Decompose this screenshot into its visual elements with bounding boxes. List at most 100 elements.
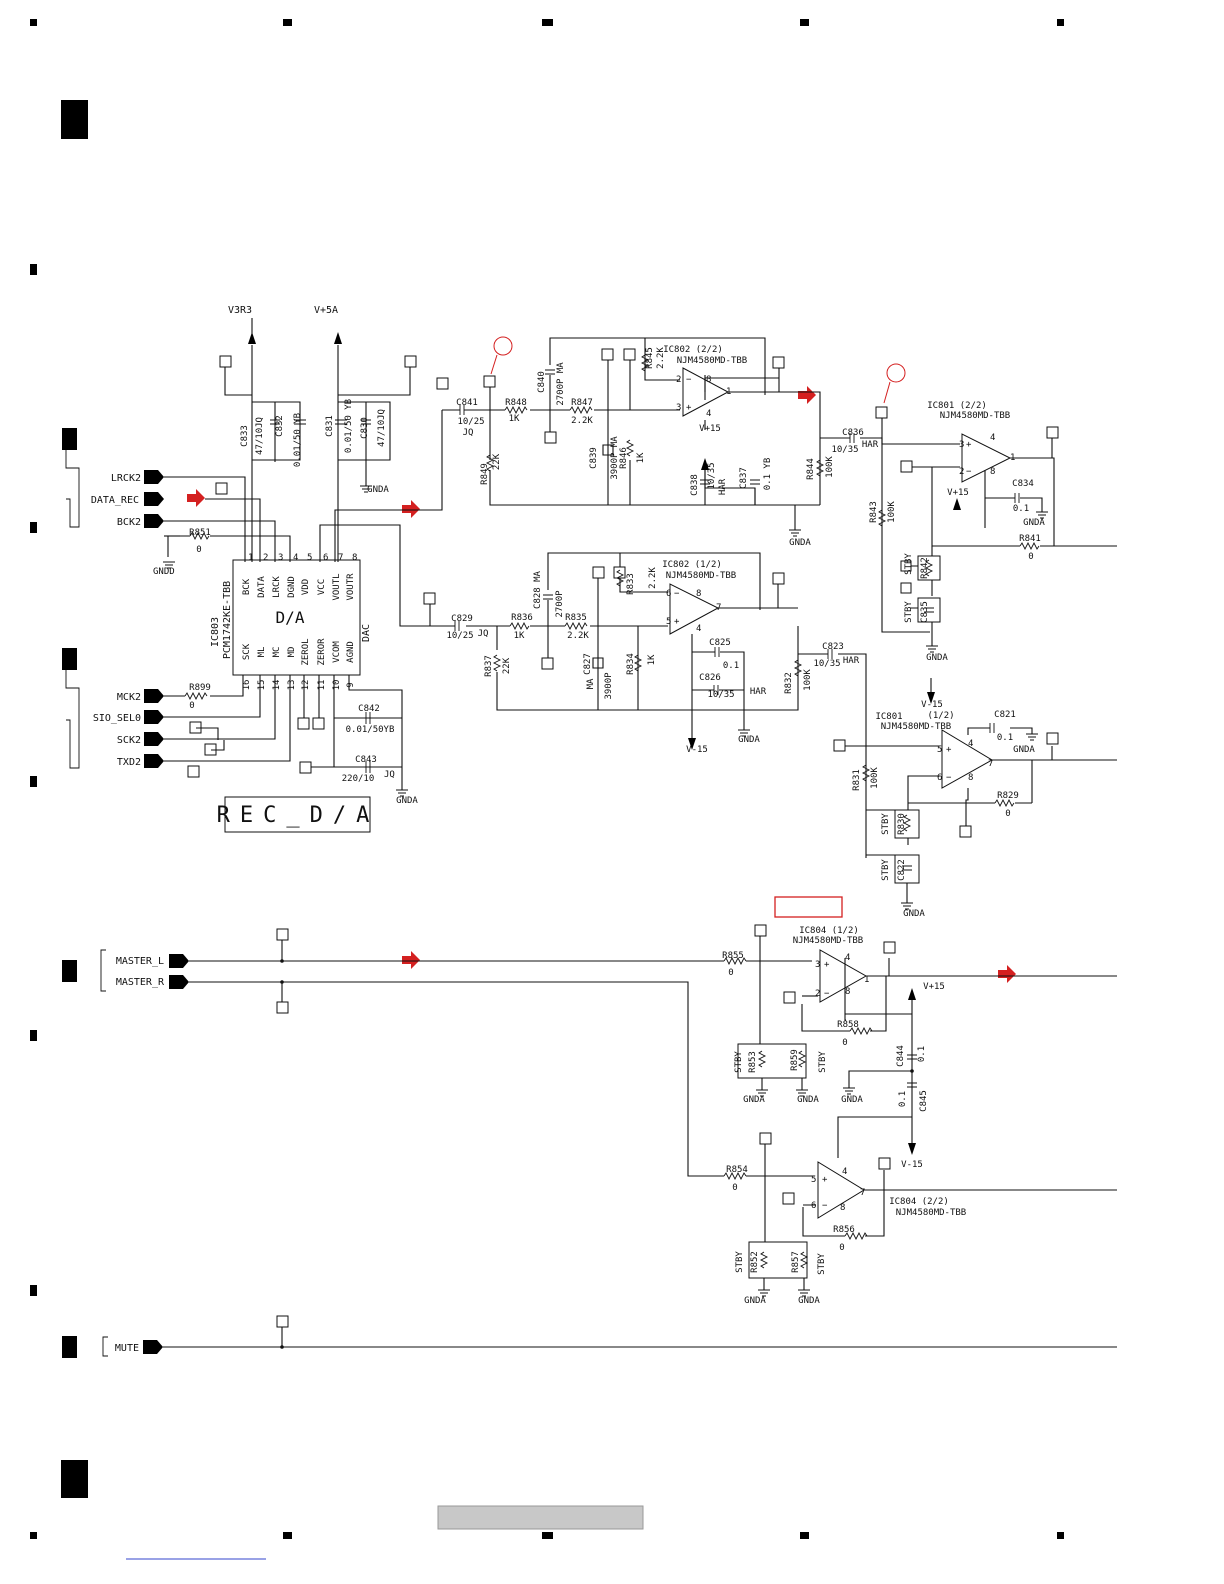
- dac-pin-number-top: 8: [352, 553, 357, 563]
- r834-ref: R834: [626, 653, 636, 675]
- connector-master-l[interactable]: MASTER_L: [116, 954, 189, 968]
- connector-mck2[interactable]: MCK2: [117, 689, 164, 703]
- dac-pin-number-top: 1: [248, 553, 253, 563]
- dac-pin-number-top: 6: [323, 553, 328, 563]
- ic801a-ref: IC801: [875, 712, 902, 722]
- r832-ref: R832: [784, 672, 794, 694]
- svg-text:7: 7: [988, 759, 993, 769]
- c837-ref: C837: [739, 467, 749, 489]
- r842-ref: R842: [920, 557, 930, 579]
- r845-ref: R845: [645, 347, 655, 369]
- svg-text:1: 1: [864, 975, 869, 985]
- r854-ref: R854: [726, 1165, 748, 1175]
- r832-val: 100K: [803, 669, 813, 691]
- r854-val: 0: [732, 1183, 737, 1193]
- r848-val: 1K: [509, 414, 520, 424]
- dac-pin-label-top: DGND: [287, 576, 297, 598]
- connector-mute[interactable]: MUTE: [115, 1340, 163, 1354]
- r833-ref: R833: [626, 573, 636, 595]
- dac-pin-label-top: LRCK: [272, 576, 282, 598]
- svg-text:−: −: [686, 375, 692, 385]
- filter-ic802b: 23 −+ 841 GNDA IC802 (2/2) NJM4580MD-TBB…: [442, 337, 835, 548]
- r843-ref: R843: [869, 501, 879, 523]
- r846-ref: R846: [619, 447, 629, 469]
- label-master-l: MASTER_L: [116, 956, 164, 967]
- signal-flow-arrows: [187, 386, 1016, 983]
- svg-text:6: 6: [811, 1201, 816, 1211]
- r851-ref: R851: [189, 528, 211, 538]
- svg-text:+: +: [824, 960, 830, 970]
- r844-val: 100K: [825, 456, 835, 478]
- connector-sio-sel0[interactable]: SIO_SEL0: [93, 710, 164, 724]
- c825-val: 0.1: [723, 661, 739, 671]
- label-txd2: TXD2: [117, 757, 141, 768]
- c832-val: 0.01/50 YB: [293, 413, 303, 467]
- dac-ic803: IC803 PCM1742KE-TBB D/A DAC BCK1DATA2LRC…: [210, 553, 372, 690]
- connector-sck2[interactable]: SCK2: [117, 732, 164, 746]
- r856-ref: R856: [833, 1225, 855, 1235]
- dac-pin-label-bottom: ML: [257, 647, 267, 658]
- svg-text:8: 8: [845, 987, 850, 997]
- c821-val: 0.1: [997, 733, 1013, 743]
- connector-data-rec[interactable]: DATA_REC: [91, 492, 164, 506]
- svg-text:+: +: [674, 617, 680, 627]
- c841-type: JQ: [463, 428, 474, 438]
- dac-pin-label-top: BCK: [242, 578, 252, 595]
- ic802a-part: NJM4580MD-TBB: [666, 571, 736, 581]
- svg-text:8: 8: [706, 375, 711, 385]
- c843-type: JQ: [384, 770, 395, 780]
- c842-val: 0.01/50YB: [346, 725, 395, 735]
- c831-ref: C831: [325, 415, 335, 437]
- c834-ref: C834: [1012, 479, 1034, 489]
- connector-txd2[interactable]: TXD2: [117, 754, 164, 768]
- svg-text:7: 7: [860, 1188, 865, 1198]
- master-section: 32 +− 481 GNDA GNDA GNDA IC804 (1/2) NJM…: [189, 924, 1117, 1306]
- r855-ref: R855: [722, 951, 744, 961]
- c833-val: 47/10JQ: [255, 417, 265, 455]
- stby-label-6: STBY: [818, 1051, 828, 1073]
- svg-text:−: −: [674, 589, 680, 599]
- gnda-label-1: GNDA: [367, 485, 389, 495]
- svg-text:4: 4: [842, 1167, 847, 1177]
- svg-text:−: −: [824, 989, 830, 999]
- c831-val: 0.01/50 YB: [344, 399, 354, 453]
- stby-label-3: STBY: [881, 813, 891, 835]
- c841-ref: C841: [456, 398, 478, 408]
- input-connectors: LRCK2 DATA_REC BCK2 MCK2 SIO_SEL0 SCK2 T…: [91, 470, 189, 1354]
- dac-pin-number-bottom: 10: [332, 680, 342, 691]
- c823-ref: C823: [822, 642, 844, 652]
- stby-label-2: STBY: [904, 601, 914, 623]
- frame-markers: [30, 19, 1064, 1539]
- dac-pin-number-bottom: 16: [242, 680, 252, 691]
- c841-val: 10/25: [457, 417, 484, 427]
- c840-ref: C840: [537, 371, 547, 393]
- label-sck2: SCK2: [117, 735, 141, 746]
- r833-val: 2.2K: [648, 567, 658, 589]
- r831-ref: R831: [852, 769, 862, 791]
- v15-label-2: V+15: [947, 488, 969, 498]
- gnda-label-6: GNDA: [738, 735, 760, 745]
- svg-text:4: 4: [706, 409, 711, 419]
- r837-val: 22K: [502, 657, 512, 674]
- c843-ref: C843: [355, 755, 377, 765]
- vm15-label-2: V-15: [921, 700, 943, 710]
- stby-label-7: STBY: [735, 1251, 745, 1273]
- c842-ref: C842: [358, 704, 380, 714]
- svg-text:6: 6: [666, 589, 671, 599]
- stby-label-4: STBY: [881, 859, 891, 881]
- connector-master-r[interactable]: MASTER_R: [116, 975, 189, 989]
- stby-label-8: STBY: [817, 1253, 827, 1275]
- har-label-1: HAR: [862, 440, 879, 450]
- connector-bck2[interactable]: BCK2: [117, 514, 164, 528]
- svg-text:3: 3: [815, 960, 820, 970]
- r852-ref: R852: [750, 1251, 760, 1273]
- r830-ref: R830: [897, 813, 907, 835]
- c844-val: 0.1: [917, 1046, 927, 1062]
- svg-text:8: 8: [990, 467, 995, 477]
- svg-text:8: 8: [968, 773, 973, 783]
- svg-text:5: 5: [937, 745, 942, 755]
- connector-lrck2[interactable]: LRCK2: [111, 470, 164, 484]
- r849-val: 22K: [492, 453, 502, 470]
- dac-pin-number-bottom: 13: [287, 680, 297, 691]
